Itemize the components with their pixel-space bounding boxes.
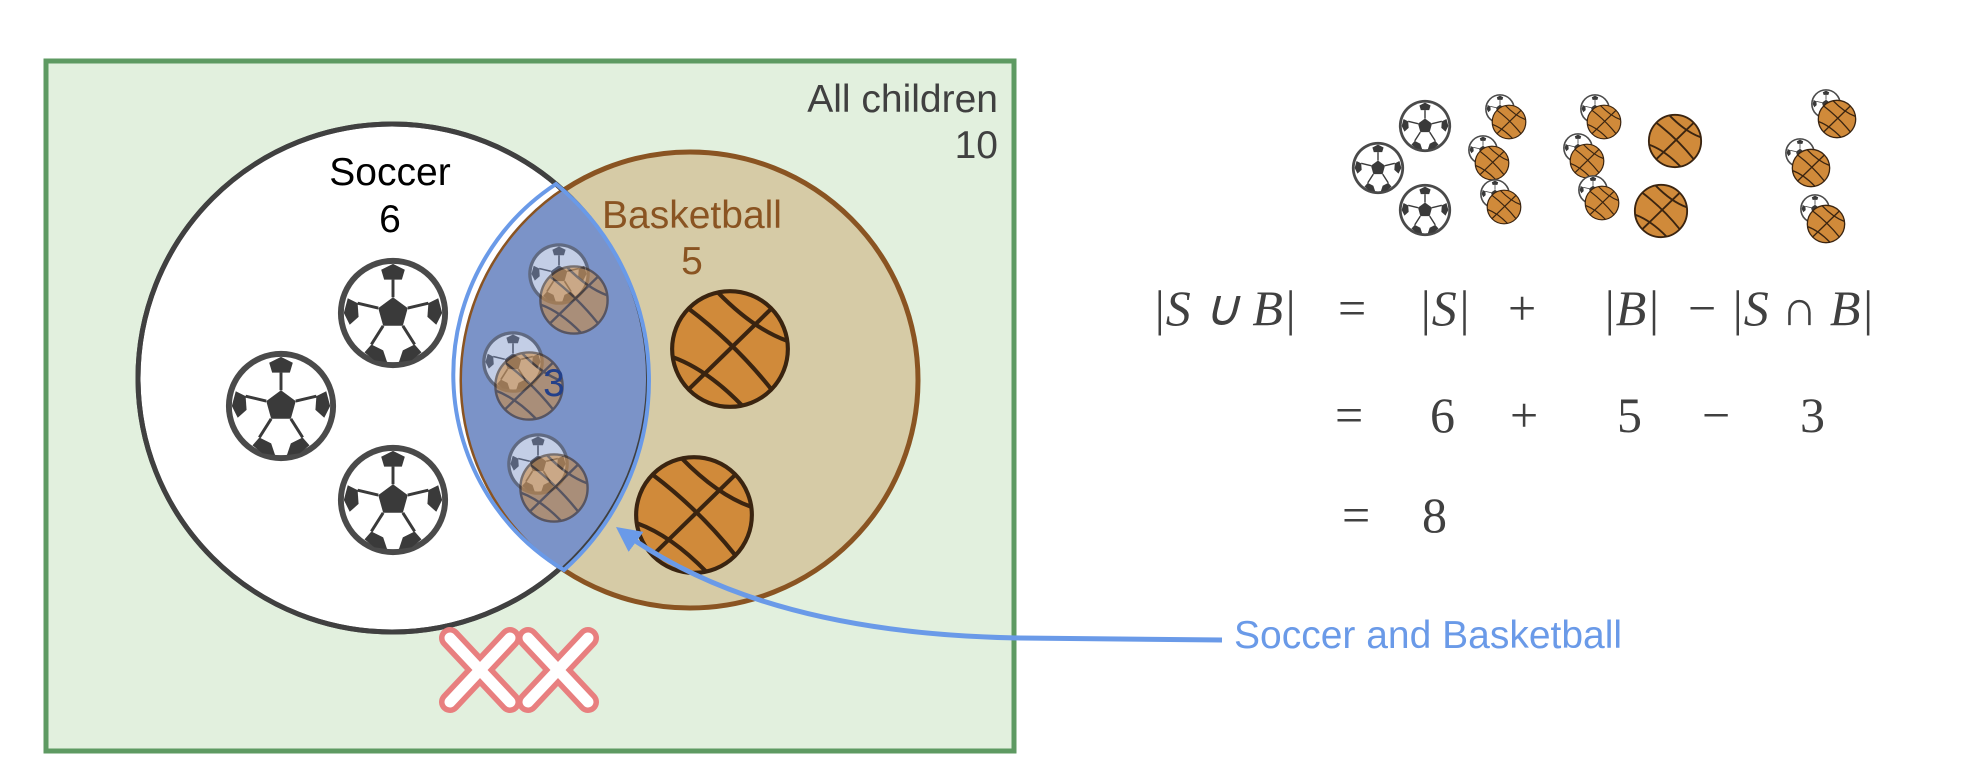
basketball-icon [1491, 104, 1527, 140]
intersection-count: 3 [543, 362, 565, 405]
formula-equals: = [1335, 387, 1363, 443]
soccer-ball-icon [336, 443, 450, 557]
formula-value: 5 [1617, 387, 1642, 443]
intersection-callout: Soccer and Basketball [1234, 614, 1622, 657]
soccer-ball-icon [224, 349, 338, 463]
cross-icon [439, 627, 521, 713]
arrow-icon [615, 527, 1223, 643]
basketball-icon [1791, 148, 1831, 188]
formula-b: |B| [1602, 280, 1660, 336]
basketball-icon [1586, 104, 1622, 140]
basketball-icon [1569, 143, 1605, 179]
formula-value: 6 [1430, 387, 1455, 443]
formula-plus: + [1508, 280, 1536, 336]
formula-line-3: = 8 [1342, 487, 1447, 543]
basketball-label: Basketball [602, 194, 782, 237]
universe-count: 10 [955, 124, 998, 167]
formula-line-2: = 6 + 5 − 3 [1335, 387, 1825, 443]
soccer-ball-icon [336, 256, 450, 370]
formula-result: 8 [1422, 487, 1447, 543]
formula-minus: − [1702, 387, 1730, 443]
basketball-icon [636, 457, 752, 573]
formula-union: |S ∪ B| [1152, 280, 1297, 336]
cross-icon [517, 627, 599, 713]
formula-line-1: |S ∪ B| = |S| + |B| − |S ∩ B| [1152, 280, 1874, 336]
basketball-icon [1647, 113, 1703, 169]
basketball-icon [672, 291, 788, 407]
basketball-icon [539, 265, 609, 335]
formula-s: |S| [1418, 280, 1471, 336]
soccer-label: Soccer [329, 151, 450, 194]
formula-minus: − [1688, 280, 1716, 336]
formula-value: 3 [1800, 387, 1825, 443]
ball-groups [1351, 88, 1857, 244]
soccer-count: 6 [379, 198, 401, 241]
basketball-icon [1633, 183, 1689, 239]
basketball-icon [519, 453, 589, 523]
basketball-icon [1584, 185, 1620, 221]
intersection-outline [451, 181, 651, 573]
basketball-icon [1486, 189, 1522, 225]
basketball-icon [1474, 145, 1510, 181]
formula-plus: + [1510, 387, 1538, 443]
formula-equals: = [1342, 487, 1370, 543]
soccer-ball-icon [1398, 183, 1452, 237]
soccer-ball-icon [1398, 99, 1452, 153]
formula-equals: = [1338, 280, 1366, 336]
basketball-count: 5 [681, 240, 703, 283]
soccer-ball-icon [1351, 141, 1405, 195]
formula-intersection: |S ∩ B| [1730, 280, 1874, 336]
universe-label: All children [807, 78, 998, 121]
basketball-icon [1806, 204, 1846, 244]
basketball-icon [1817, 99, 1857, 139]
